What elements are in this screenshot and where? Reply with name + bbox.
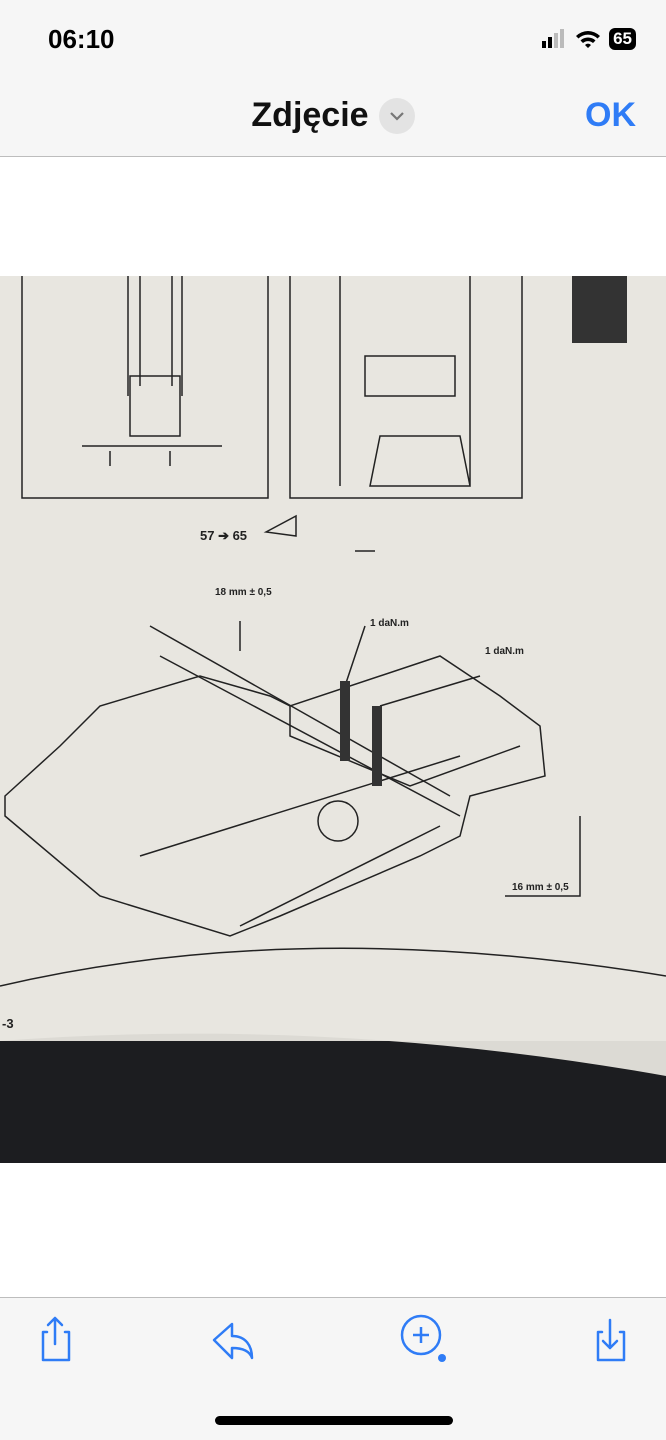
navigation-bar: Zdjęcie OK [0, 80, 666, 157]
markup-icon[interactable] [398, 1314, 448, 1364]
photo-image: 57 ➔ 65 18 mm ± 0,5 1 daN.m 1 daN.m 16 m… [0, 276, 666, 1163]
status-time: 06:10 [48, 24, 115, 54]
title-menu[interactable]: Zdjęcie [251, 96, 415, 135]
wifi-icon [576, 31, 601, 48]
dimension-top-label: 18 mm ± 0,5 [215, 587, 272, 598]
status-bar: 06:10 65 [0, 0, 666, 80]
page-title: Zdjęcie [251, 96, 369, 134]
home-indicator[interactable] [215, 1416, 453, 1425]
save-icon[interactable] [585, 1314, 635, 1364]
ok-button[interactable]: OK [585, 96, 636, 134]
view-reference-label: 57 ➔ 65 [200, 528, 248, 543]
technical-drawing [0, 276, 666, 1163]
torque-label-2: 1 daN.m [485, 646, 524, 657]
cellular-signal-icon [542, 29, 565, 48]
chevron-down-icon[interactable] [378, 97, 415, 134]
battery-indicator: 65 [609, 28, 636, 50]
share-icon[interactable] [30, 1314, 80, 1364]
page-reference-label: -3 [2, 1016, 14, 1031]
reply-icon[interactable] [210, 1314, 260, 1364]
torque-label-1: 1 daN.m [370, 618, 409, 629]
dimension-bottom-label: 16 mm ± 0,5 [512, 882, 569, 893]
